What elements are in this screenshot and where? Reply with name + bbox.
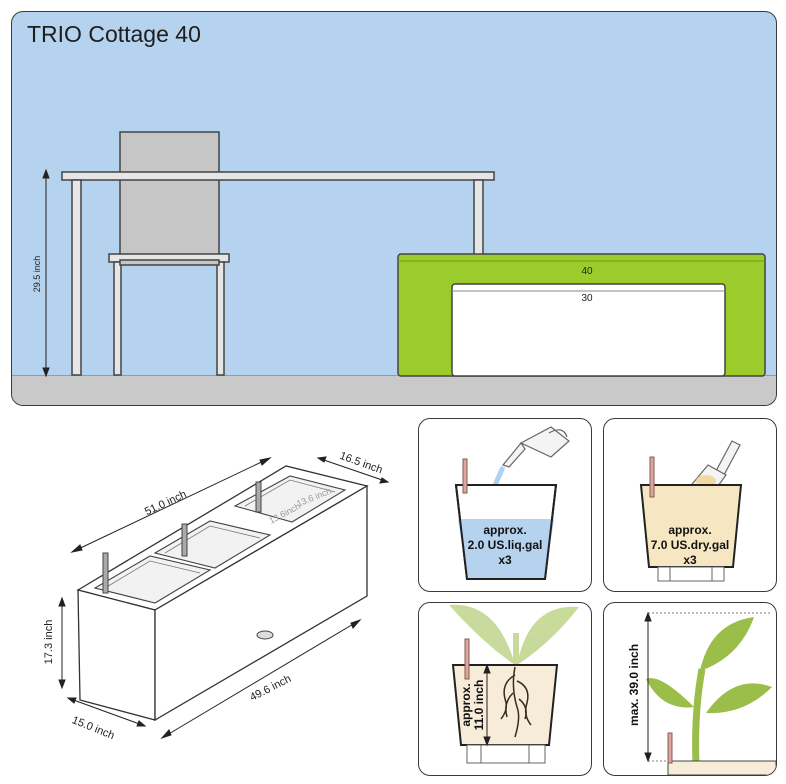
max-height-label: max. 39.0 inch — [627, 644, 641, 726]
height-label: 29.5 inch — [32, 256, 42, 293]
watering-can-icon — [501, 426, 570, 468]
root-depth-label: 11.0 inch — [472, 680, 486, 731]
water-approx-label: approx. — [483, 523, 527, 537]
soil-approx-label: approx. — [668, 523, 712, 537]
planter-40-label: 40 — [581, 266, 593, 277]
water-count-label: x3 — [498, 553, 512, 567]
root-approx-label: approx. — [459, 683, 473, 726]
water-volume-label: 2.0 US.liq.gal — [467, 538, 543, 552]
floor — [12, 375, 776, 405]
height-arrow — [644, 611, 652, 763]
planter-front-face — [77, 589, 156, 721]
scene-drawing: 29.5 inch 40 30 — [32, 131, 766, 378]
dimension-lines — [58, 456, 390, 740]
bottom-length-label: 49.6 inch — [248, 673, 293, 704]
table-legs — [71, 179, 484, 376]
planter-30 — [451, 283, 726, 377]
chair — [108, 253, 230, 376]
table-top — [61, 171, 495, 181]
planter-30-label: 30 — [581, 293, 593, 304]
bottom-width-label: 15.0 inch — [70, 714, 116, 742]
planter-drain-cap — [256, 630, 274, 640]
water-capacity-panel: approx. 2.0 US.liq.gal x3 — [418, 418, 592, 592]
planter-side-face — [154, 484, 368, 722]
soil-volume-label: 7.0 US.dry.gal — [650, 538, 730, 552]
plant-leaves — [449, 604, 579, 673]
water-indicators — [102, 481, 262, 594]
chair-back — [119, 131, 220, 261]
soil-capacity-panel: approx. 7.0 US.dry.gal x3 — [603, 418, 777, 592]
plant-height-panel: max. 39.0 inch — [603, 602, 777, 776]
top-length-label: 51.0 inch — [143, 488, 189, 518]
root-depth-arrow — [483, 663, 491, 747]
page-title: TRIO Cottage 40 — [27, 21, 201, 47]
scene-panel: TRIO Cottage 40 29.5 inch 40 — [11, 11, 777, 406]
soil-count-label: x3 — [683, 553, 697, 567]
height-label: 17.3 inch — [43, 620, 55, 665]
planter-dimension-drawing: 51.0 inch 16.5 inch 17.3 inch 49.6 inch … — [43, 450, 390, 742]
roots-icon — [500, 666, 532, 738]
root-depth-panel: approx. 11.0 inch — [418, 602, 592, 776]
plant-icon — [646, 617, 772, 764]
height-dimension — [42, 168, 50, 378]
